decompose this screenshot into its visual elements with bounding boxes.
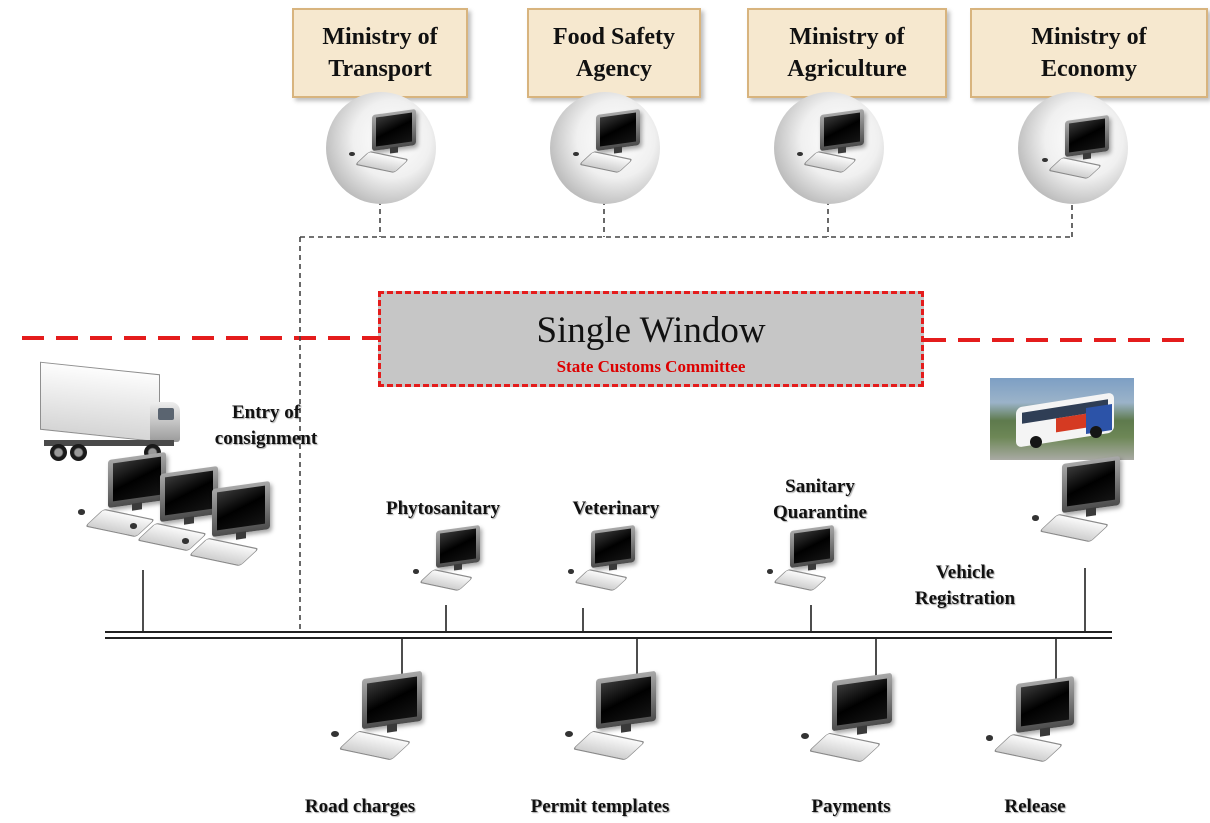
bus-photo: [990, 378, 1134, 460]
label-road-charges: Road charges: [304, 796, 416, 817]
computer-icon: [985, 675, 1074, 763]
computer-icon: [77, 451, 166, 537]
label-release: Release: [1004, 796, 1066, 817]
ministry-network: [299, 200, 1073, 630]
single-window-title: Single Window: [536, 310, 766, 351]
lower-drops: [401, 638, 1057, 680]
label-vehicle-registration: Vehicle Registration: [914, 562, 1016, 609]
label-phytosanitary: Phytosanitary: [386, 498, 500, 519]
ministry-box-transport: Ministry of Transport: [292, 8, 468, 98]
computer-icon: [797, 108, 864, 174]
computer-icon: [1031, 455, 1120, 543]
computer-icon: [767, 524, 834, 592]
label-permit-templates: Permit templates: [530, 796, 670, 817]
computer-icon: [349, 108, 416, 174]
single-window-box: Single Window State Customs Committee: [378, 291, 924, 387]
computer-icon: [568, 524, 635, 592]
computer-icon: [413, 524, 480, 592]
upper-drops: [142, 568, 1086, 632]
computer-icon: [1042, 114, 1109, 180]
computer-icon: [573, 108, 640, 174]
single-window-subtitle: State Customs Committee: [556, 357, 746, 376]
computer-icon: [181, 480, 270, 566]
ministry-box-agriculture: Ministry of Agriculture: [747, 8, 947, 98]
label-payments: Payments: [811, 796, 891, 817]
ministry-box-food-safety: Food Safety Agency: [527, 8, 701, 98]
label-entry-of-consignment: Entry of consignment: [214, 402, 318, 449]
label-veterinary: Veterinary: [572, 498, 660, 519]
truck-icon: [40, 361, 182, 468]
ministry-box-economy: Ministry of Economy: [970, 8, 1208, 98]
computer-icon: [800, 672, 892, 762]
label-sanitary-quarantine: Sanitary Quarantine: [773, 476, 867, 523]
computer-icon: [564, 670, 656, 760]
computer-icon: [330, 670, 422, 760]
computer-icon: [129, 465, 218, 551]
